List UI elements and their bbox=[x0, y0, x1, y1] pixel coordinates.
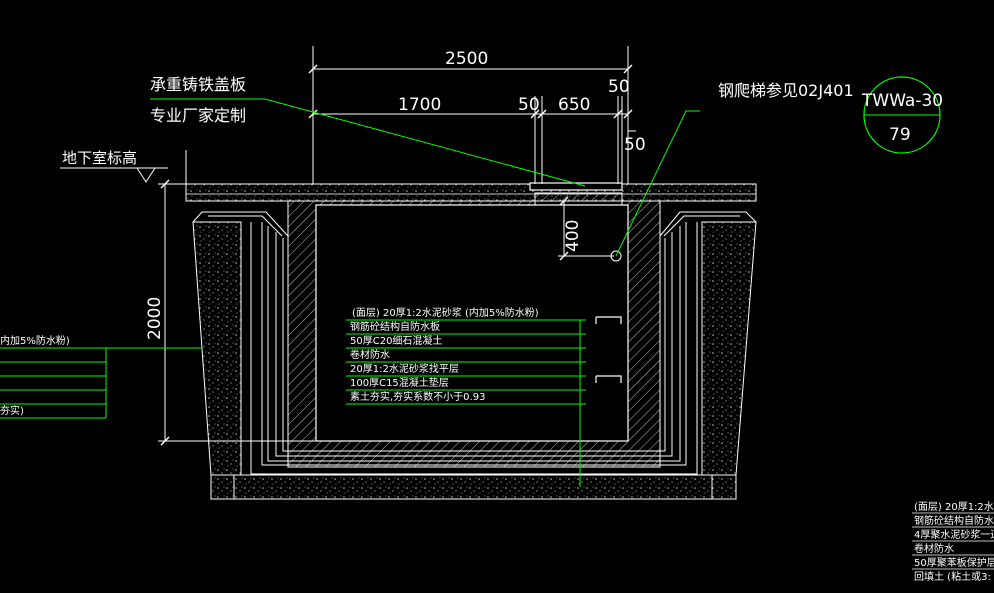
level-triangle bbox=[136, 167, 156, 183]
dim-overall: 2500 bbox=[445, 49, 488, 69]
center-layer-5: 100厚C15混凝土垫层 bbox=[350, 376, 449, 389]
waterproof-left-2 bbox=[261, 222, 687, 466]
top-slab bbox=[185, 183, 757, 202]
waterproof-top-right bbox=[659, 211, 757, 237]
pit-interior bbox=[315, 204, 629, 442]
right-layer-3: 卷材防水 bbox=[914, 542, 954, 555]
ladder-rung-2 bbox=[596, 375, 622, 383]
base-slab-outline bbox=[233, 474, 713, 500]
center-layer-1: 钢筋砼结构自防水板 bbox=[350, 320, 440, 333]
dimension-ticks bbox=[160, 64, 633, 446]
label-cover-2: 专业厂家定制 bbox=[150, 106, 246, 125]
dim-top-right: 50 bbox=[608, 77, 630, 97]
right-layer-4: 50厚聚苯板保护层 bbox=[914, 556, 994, 569]
leader-lines bbox=[0, 98, 700, 487]
label-cover-1: 承重铸铁盖板 bbox=[150, 75, 246, 94]
dim-right-b: 50 bbox=[624, 135, 646, 155]
waterproof-left-3 bbox=[267, 226, 681, 462]
dim-height: 2000 bbox=[145, 297, 165, 340]
right-layer-notes: (面层) 20厚1:2水 钢筋砼结构自防水板 4厚聚水泥砂浆一道 卷材防水 50… bbox=[914, 501, 994, 583]
backfill-right bbox=[701, 221, 757, 476]
waterproof-left-5 bbox=[282, 238, 666, 452]
right-layer-5: 回填土 (粘土或3: bbox=[914, 570, 991, 583]
ladder-rung-1 bbox=[596, 316, 622, 324]
right-layer-1: 钢筋砼结构自防水板 bbox=[914, 514, 994, 527]
left-layer-4: 夯实) bbox=[0, 404, 24, 417]
waterproof-left-1 bbox=[250, 222, 698, 475]
waterproof-top-left-2 bbox=[208, 215, 283, 237]
right-layer-rules bbox=[912, 512, 994, 570]
center-layer-3: 卷材防水 bbox=[350, 348, 390, 361]
center-layer-4: 20厚1:2水泥砂浆找平层 bbox=[350, 362, 459, 375]
label-detail-top: TWWa-30 bbox=[861, 91, 943, 111]
cover-plate bbox=[529, 182, 623, 191]
left-layer-notes: 内加5%防水粉) 夯实) bbox=[0, 334, 70, 417]
label-basement-level: 地下室标高 bbox=[62, 149, 137, 167]
center-layer-6: 素土夯实,夯实系数不小于0.93 bbox=[350, 390, 485, 403]
label-ladder: 钢爬梯参见02J401 bbox=[718, 81, 854, 100]
dim-left-span: 1700 bbox=[398, 95, 441, 115]
center-layer-0: (面层) 20厚1:2水泥砂浆 (内加5%防水粉) bbox=[352, 306, 539, 319]
waterproof-top-right-2 bbox=[663, 215, 740, 237]
base-bedding bbox=[210, 474, 737, 500]
dim-hatch-depth: 400 bbox=[563, 220, 583, 252]
right-layer-2: 4厚聚水泥砂浆一道 bbox=[914, 528, 994, 541]
left-layer-0: 内加5%防水粉) bbox=[0, 334, 70, 347]
dim-mid-b: 650 bbox=[558, 95, 590, 115]
dim-mid-a: 50 bbox=[518, 95, 540, 115]
label-detail-bottom: 79 bbox=[889, 125, 911, 145]
right-layer-0: (面层) 20厚1:2水 bbox=[914, 501, 994, 513]
waterproof-top-left bbox=[192, 211, 289, 237]
waterproof-left-4 bbox=[275, 232, 673, 457]
center-layer-notes: (面层) 20厚1:2水泥砂浆 (内加5%防水粉) 钢筋砼结构自防水板 50厚C… bbox=[350, 306, 539, 403]
center-layer-2: 50厚C20细石混凝土 bbox=[350, 334, 442, 347]
